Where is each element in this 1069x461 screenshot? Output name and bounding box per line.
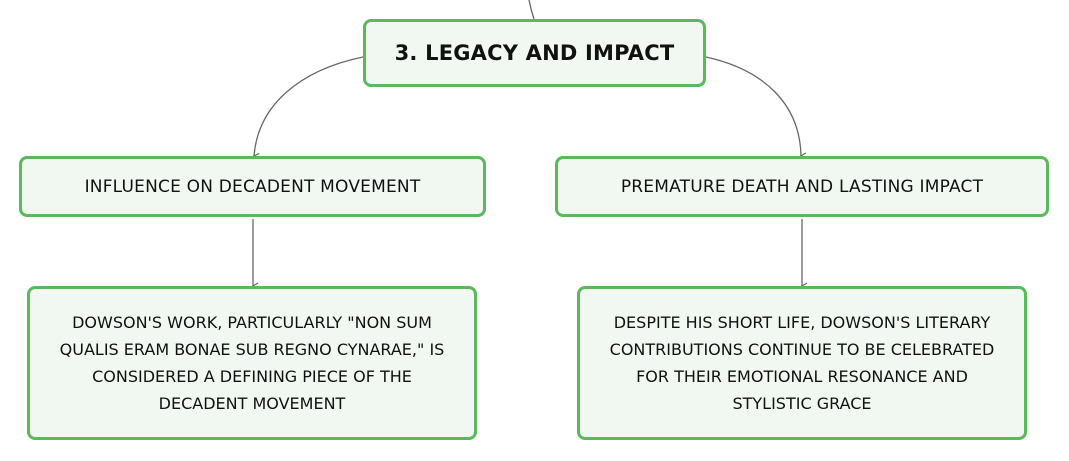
leaf-node-influence-detail[interactable]: DOWSON'S WORK, PARTICULARLY "NON SUM QUA… bbox=[27, 286, 477, 440]
branch-node-label: INFLUENCE ON DECADENT MOVEMENT bbox=[84, 176, 421, 197]
leaf-node-text: DOWSON'S WORK, PARTICULARLY "NON SUM QUA… bbox=[59, 313, 445, 413]
root-node-legacy-and-impact[interactable]: 3. LEGACY AND IMPACT bbox=[363, 19, 706, 87]
root-node-label: 3. LEGACY AND IMPACT bbox=[394, 41, 675, 65]
connector-root-to-influence bbox=[254, 56, 364, 156]
branch-node-premature-death[interactable]: PREMATURE DEATH AND LASTING IMPACT bbox=[555, 156, 1049, 217]
leaf-node-premature-detail[interactable]: DESPITE HIS SHORT LIFE, DOWSON'S LITERAR… bbox=[577, 286, 1027, 440]
branch-node-label: PREMATURE DEATH AND LASTING IMPACT bbox=[620, 176, 984, 197]
connector-parent-to-root bbox=[528, 0, 535, 20]
branch-node-influence[interactable]: INFLUENCE ON DECADENT MOVEMENT bbox=[19, 156, 486, 217]
connector-root-to-premature bbox=[705, 56, 801, 156]
leaf-node-text: DESPITE HIS SHORT LIFE, DOWSON'S LITERAR… bbox=[609, 313, 995, 413]
